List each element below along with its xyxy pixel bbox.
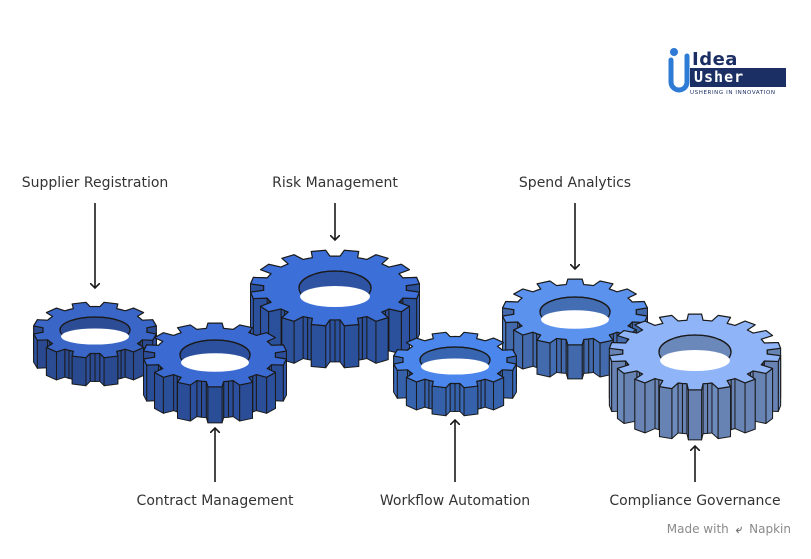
brand-u-icon [668, 48, 690, 93]
label-compliance-governance: Compliance Governance [609, 493, 781, 509]
gear-workflow-automation [393, 331, 517, 417]
brand-word-usher: Usher [690, 68, 786, 87]
gear-contract-management [142, 322, 288, 424]
label-workflow-automation: Workflow Automation [379, 493, 531, 509]
gear-supplier-registration [33, 301, 157, 387]
label-spend-analytics: Spend Analytics [518, 175, 632, 191]
brand-word-idea: Idea [692, 49, 738, 70]
brand-tagline: USHERING IN INNOVATION [690, 90, 776, 96]
brand-logo: Idea Usher USHERING IN INNOVATION [666, 44, 788, 100]
label-risk-management: Risk Management [272, 175, 398, 191]
gear-risk-management [249, 249, 421, 369]
watermark-name: Napkin [749, 522, 791, 536]
gear-compliance-governance [608, 313, 782, 441]
made-with-napkin: Made with ⤶ Napkin [667, 522, 791, 537]
napkin-logo-icon: ⤶ [735, 522, 743, 536]
watermark-prefix: Made with [666, 522, 729, 536]
label-supplier-registration: Supplier Registration [21, 175, 169, 191]
label-contract-management: Contract Management [136, 493, 294, 509]
